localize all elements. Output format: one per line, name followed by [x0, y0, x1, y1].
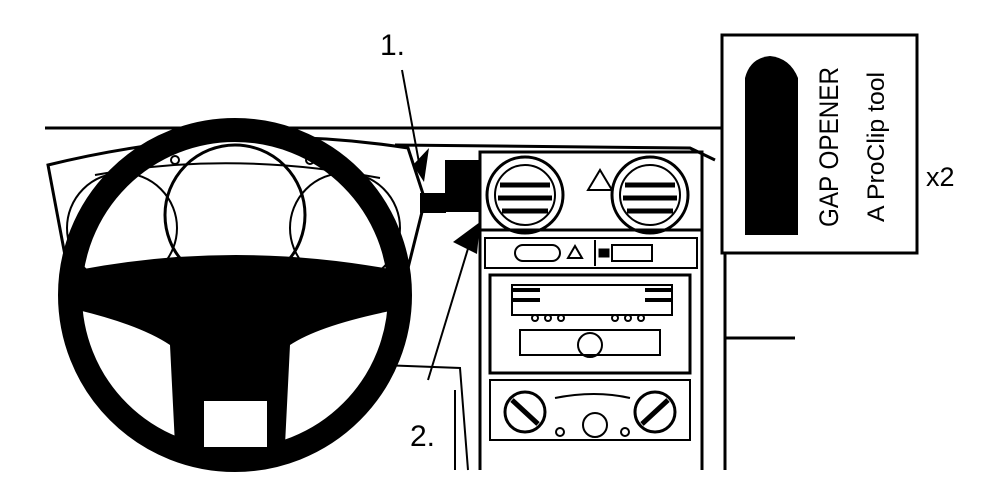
quantity-label: x2	[926, 162, 955, 192]
climate-control	[489, 379, 691, 441]
gap-opener-title: GAP OPENER	[814, 67, 844, 227]
hazard-button	[586, 168, 614, 191]
lower-dash-lines	[379, 364, 469, 471]
gap-opener-tool-icon	[745, 56, 798, 235]
mounting-bracket	[420, 160, 481, 213]
radio-unit	[488, 273, 692, 375]
callout-arrow-2	[427, 222, 480, 381]
air-vent-left	[485, 155, 565, 235]
callout-label-1: 1.	[380, 29, 405, 62]
air-vent-right	[610, 155, 690, 235]
steering-wheel-hub	[202, 399, 269, 449]
center-console	[478, 150, 704, 470]
callout-label-2: 2.	[410, 420, 435, 453]
callout-arrow-1	[401, 69, 429, 182]
steering-wheel	[58, 118, 412, 472]
gap-opener-subtitle: A ProClip tool	[863, 72, 890, 222]
gap-opener-box: GAP OPENER A ProClip tool	[720, 33, 919, 255]
